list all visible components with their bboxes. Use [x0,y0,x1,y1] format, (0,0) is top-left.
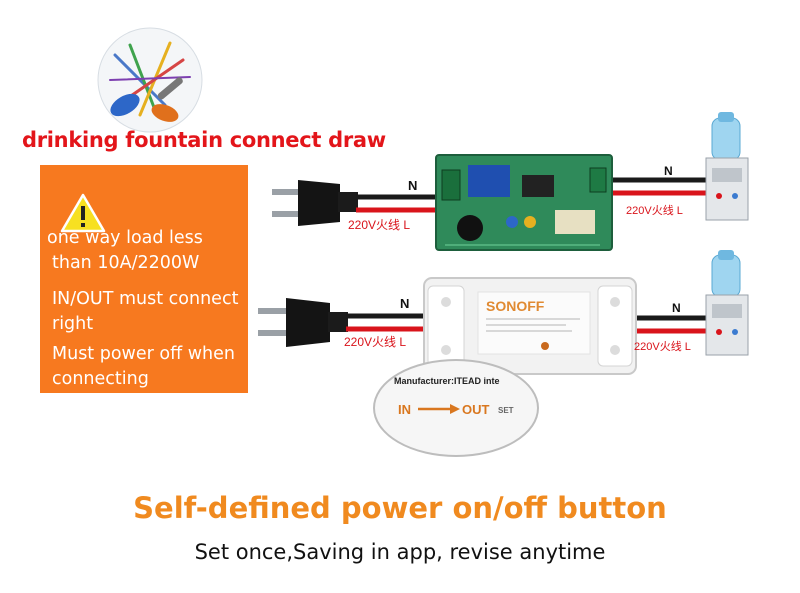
warning-line: right [52,314,94,334]
water-dispenser-top [705,112,749,221]
warning-line: connecting [52,369,149,389]
wiring-diagram: N 220V火线 L N 220V火线 L SONOFF N 220V火线 L [258,112,749,457]
feature-subline: Set once,Saving in app, revise anytime [194,540,606,564]
warning-panel: one way load less than 10A/2200W IN/OUT … [40,165,248,393]
warning-line: one way load less [47,228,203,248]
zoom-callout: Manufacturer:ITEAD inte IN OUT SET [373,359,539,457]
warning-line: than 10A/2200W [52,253,200,273]
top-live-out: 220V火线 L [626,203,683,217]
bottom-neutral-in: N [400,296,409,311]
bottom-plug [258,298,348,347]
callout-manufacturer: Manufacturer:ITEAD inte [394,376,500,386]
warning-line: IN/OUT must connect [52,289,239,309]
warning-icon [60,193,106,233]
sonoff-device: SONOFF [423,277,637,375]
water-dispenser-bottom [705,250,749,356]
page-title: drinking fountain connect draw [22,128,386,152]
callout-set-label: SET [498,406,514,415]
bottom-neutral-out: N [672,301,681,315]
arrow-right-icon [450,404,460,414]
callout-in-label: IN [398,402,411,417]
pcb-board [435,154,613,251]
top-live-in: 220V火线 L [348,218,410,232]
top-neutral-out: N [664,164,673,178]
warning-line: Must power off when [52,344,235,364]
tools-illustration [97,27,203,133]
top-neutral-in: N [408,178,417,193]
callout-out-label: OUT [462,402,490,417]
bottom-live-in: 220V火线 L [344,335,406,349]
bottom-live-out: 220V火线 L [634,339,691,353]
sonoff-brand: SONOFF [486,298,545,314]
top-plug [272,180,358,226]
feature-headline: Self-defined power on/off button [133,491,667,525]
